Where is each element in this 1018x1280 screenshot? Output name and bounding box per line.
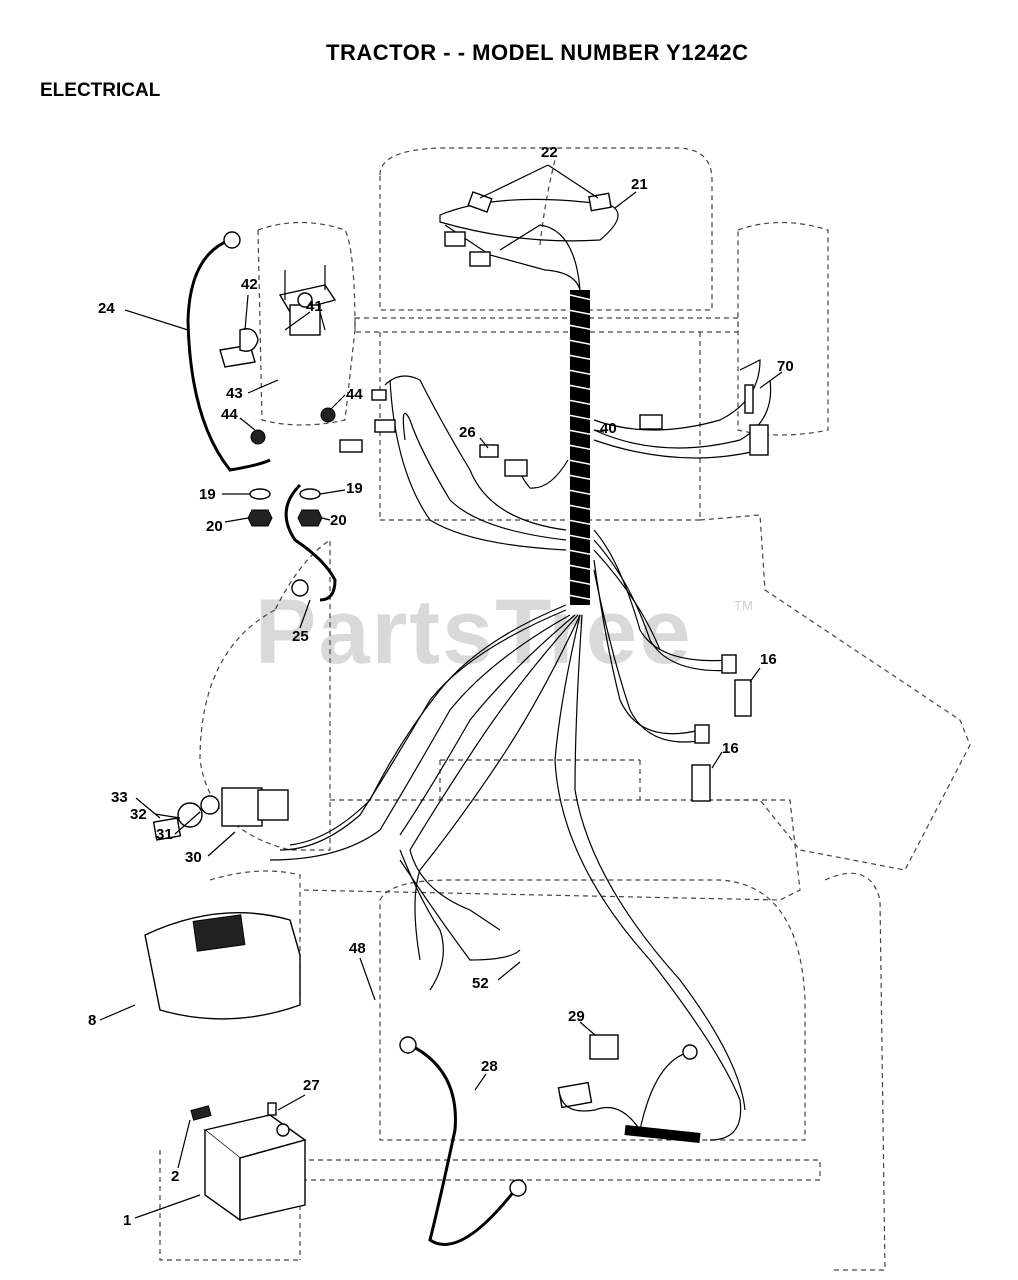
battery-cables [186,231,527,1246]
callout-40: 40 [600,420,617,437]
callout-25: 25 [292,628,309,645]
callout-70: 70 [777,358,794,375]
callout-2: 2 [171,1168,180,1185]
callout-20-left: 20 [206,518,223,535]
callout-16-upper: 16 [760,651,777,668]
callout-24: 24 [98,300,115,317]
callout-27: 27 [303,1077,320,1094]
callout-33: 33 [111,789,128,806]
callout-19-right: 19 [346,480,363,497]
callout-1: 1 [123,1212,132,1229]
harness-loom [567,290,595,605]
solenoid-assembly [219,265,337,527]
harness-wires [269,198,772,1141]
callout-20-right: 20 [330,512,347,529]
battery-box [144,912,301,1020]
callout-26: 26 [459,424,476,441]
callout-31: 31 [156,826,173,843]
callout-43: 43 [226,385,243,402]
callout-44-right: 44 [346,386,363,403]
callout-21: 21 [631,176,648,193]
callout-30: 30 [185,849,202,866]
section-title: ELECTRICAL [40,80,161,101]
callout-29: 29 [568,1008,585,1025]
watermark-trademark: TM [734,598,753,613]
callout-41: 41 [306,298,323,315]
page-title: TRACTOR - - MODEL NUMBER Y1242C [326,40,749,65]
leader-lines [99,164,783,1219]
callout-32: 32 [130,806,147,823]
callout-19-left: 19 [199,486,216,503]
callout-8: 8 [88,1012,97,1029]
callout-16-lower: 16 [722,740,739,757]
seat-switch [557,1034,701,1143]
callout-42: 42 [241,276,258,293]
harness-connectors [339,191,769,802]
callout-22: 22 [541,144,558,161]
battery [190,1102,307,1222]
callout-48: 48 [349,940,366,957]
callout-52: 52 [472,975,489,992]
callout-28: 28 [481,1058,498,1075]
callout-44-left: 44 [221,406,238,423]
ignition-switch [152,787,289,841]
